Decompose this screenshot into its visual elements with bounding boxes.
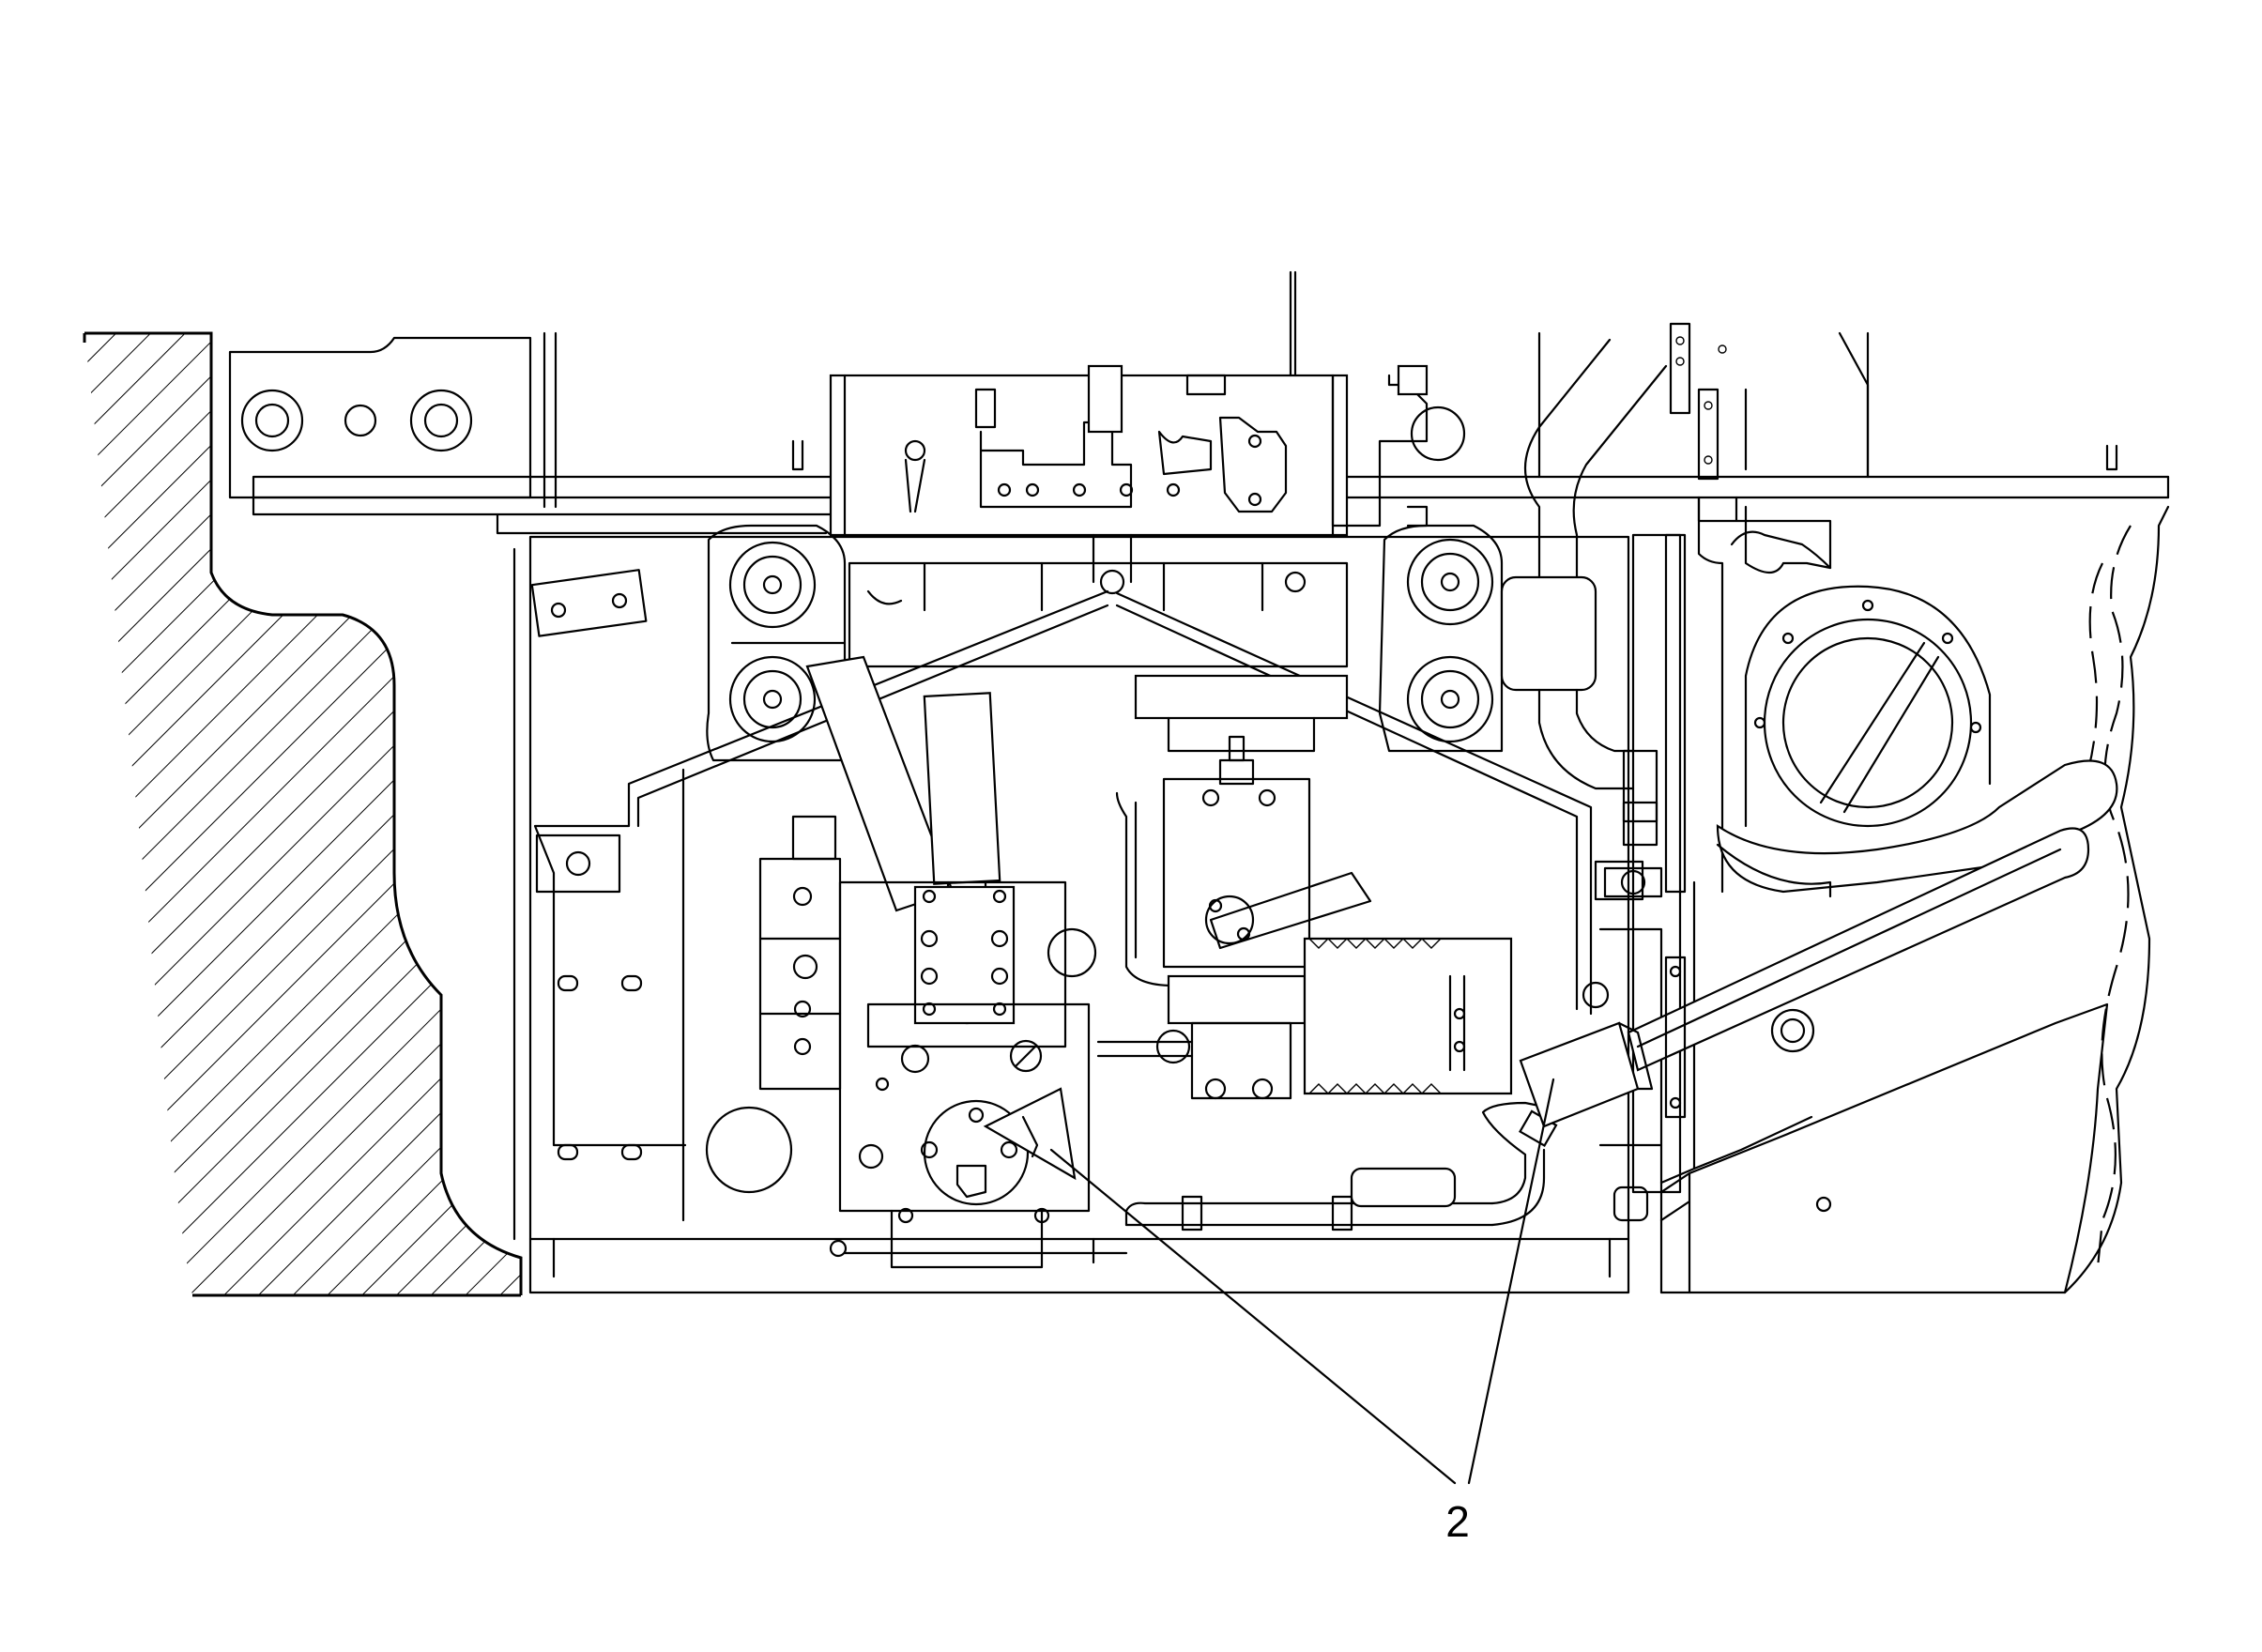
bottom-hose-run <box>1124 1101 1558 1231</box>
right-ducting <box>1500 338 2118 1294</box>
central-pump-assembly <box>705 561 1349 1269</box>
right-pump-and-filter <box>1096 735 1513 1100</box>
idler-wheels <box>706 524 1504 762</box>
misc-plates <box>530 439 2118 1161</box>
callout-leader-lines <box>1049 1078 1555 1485</box>
callout-label-2: 2 <box>1445 1497 1470 1546</box>
valve-block-top <box>829 270 1466 537</box>
hatched-frame-section <box>83 331 523 1297</box>
cutaway-dashed-lines <box>2086 525 2132 1268</box>
